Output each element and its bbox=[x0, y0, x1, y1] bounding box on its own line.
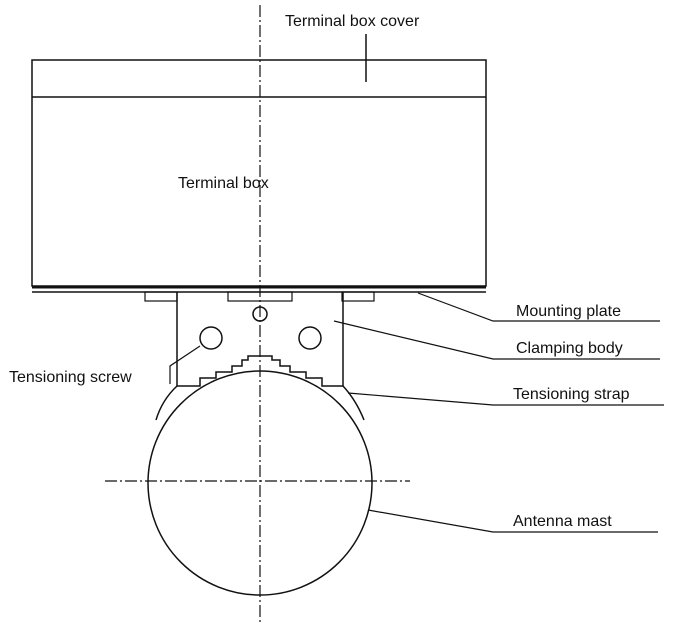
mounting-tab-left bbox=[144, 291, 178, 302]
leader-antenna-mast bbox=[367, 509, 658, 533]
leader-mounting-plate bbox=[417, 292, 660, 322]
terminal-box bbox=[31, 59, 487, 287]
tensioning-strap bbox=[155, 385, 365, 421]
tensioning-strap-right bbox=[342, 385, 365, 421]
label-clamping-body: Clamping body bbox=[516, 340, 623, 357]
leader-tensioning-strap bbox=[347, 392, 664, 406]
leader-tensioning-screw bbox=[169, 345, 201, 384]
leader-clamping-body bbox=[333, 320, 660, 360]
label-terminal-box: Terminal box bbox=[178, 175, 269, 192]
labels: Terminal box cover Terminal box Mounting… bbox=[9, 13, 630, 530]
center-lines bbox=[105, 5, 410, 622]
mounting-tab-right bbox=[341, 291, 375, 302]
terminal-box-outline bbox=[31, 59, 487, 287]
label-antenna-mast: Antenna mast bbox=[513, 513, 612, 530]
label-tensioning-screw: Tensioning screw bbox=[9, 369, 132, 386]
tensioning-screw-left-icon bbox=[199, 326, 223, 350]
label-tensioning-strap: Tensioning strap bbox=[513, 386, 630, 403]
label-terminal-box-cover: Terminal box cover bbox=[285, 13, 420, 30]
mounting-plate bbox=[32, 285, 486, 302]
label-mounting-plate: Mounting plate bbox=[516, 303, 621, 320]
tensioning-screw-right-icon bbox=[298, 326, 322, 350]
tensioning-strap-left bbox=[155, 385, 178, 421]
leader-lines bbox=[169, 34, 664, 533]
